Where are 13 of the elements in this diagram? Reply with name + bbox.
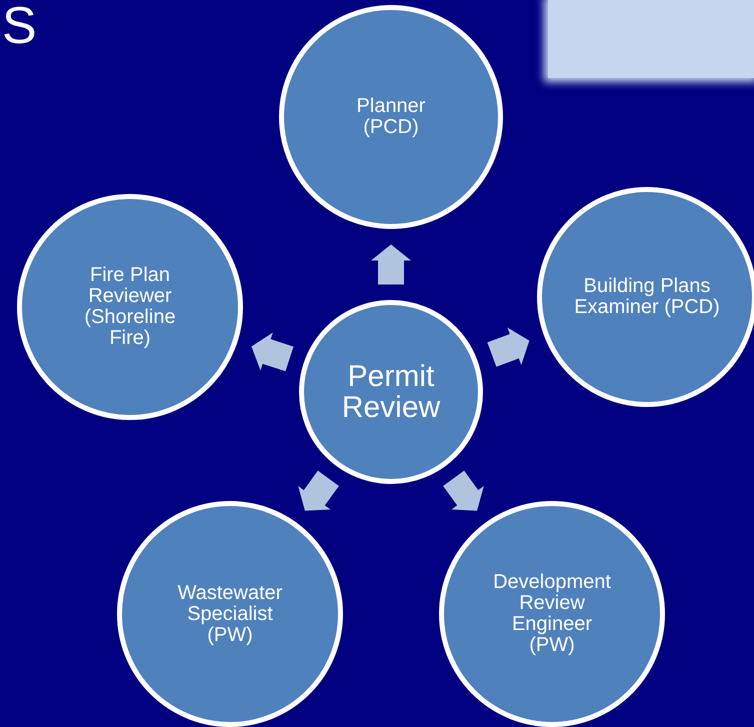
node-label: Wastewater Specialist (PW) [176, 582, 284, 646]
slide-shape [548, 0, 754, 78]
block-arrow [251, 332, 294, 372]
node-label: Building Plans Examiner (PCD) [573, 276, 721, 318]
block-arrow [443, 470, 484, 511]
node-label: Planner (PCD) [356, 96, 426, 138]
title-text: S [2, 0, 37, 52]
node-label: Permit Review [340, 360, 442, 424]
node-label: Development Review Engineer (PW) [492, 572, 612, 656]
block-arrow [298, 470, 339, 511]
block-arrow [371, 244, 411, 284]
block-arrow [487, 328, 530, 367]
node-label: Fire Plan Reviewer (Shoreline Fire) [83, 265, 177, 349]
